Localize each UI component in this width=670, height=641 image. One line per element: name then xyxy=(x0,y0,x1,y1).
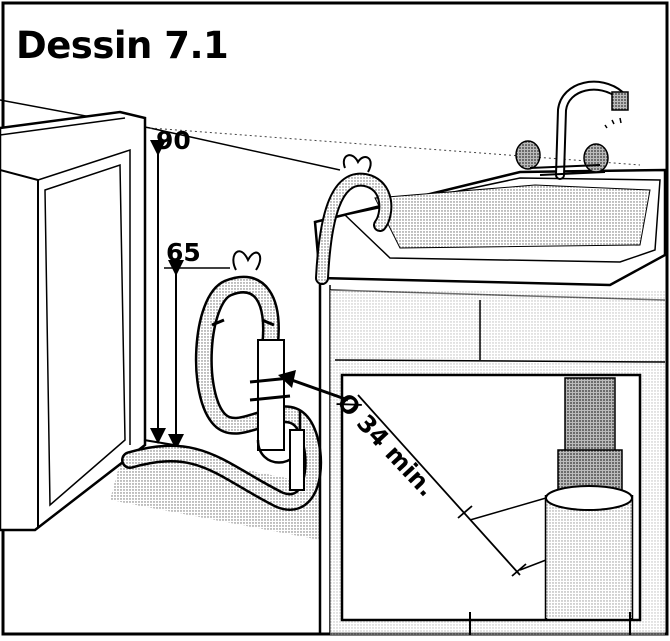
hose-over-sink xyxy=(315,154,393,285)
floor-shadow xyxy=(110,445,320,540)
height-label-lower: 65 xyxy=(166,238,201,267)
height-dimension-lines xyxy=(143,140,230,450)
detail-inset xyxy=(340,373,642,635)
faucet xyxy=(515,80,629,180)
height-label-upper: 90 xyxy=(156,126,191,155)
detail-pointer-arrow xyxy=(278,370,349,402)
diameter-dimension-line xyxy=(357,394,527,577)
sink-siphon xyxy=(249,339,305,491)
figure-title: Dessin 7.1 xyxy=(16,24,229,67)
washing-machine xyxy=(0,110,147,532)
